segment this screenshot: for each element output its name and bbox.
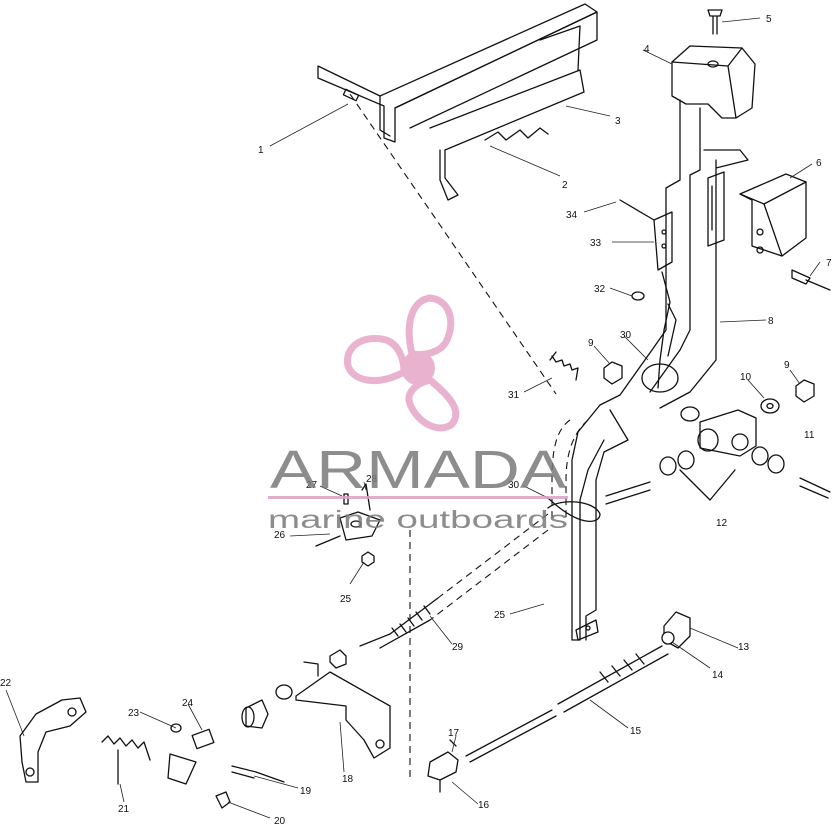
callout-21: 21 xyxy=(118,804,130,815)
callout-9b: 9 xyxy=(784,360,790,371)
callout-30a: 30 xyxy=(620,330,632,341)
linkage-bracket xyxy=(315,483,381,567)
callout-10: 10 xyxy=(740,372,752,383)
callout-32: 32 xyxy=(594,284,606,295)
callout-8: 8 xyxy=(768,316,774,327)
callout-1: 1 xyxy=(258,145,264,156)
callout-25a: 25 xyxy=(340,594,352,605)
callout-6: 6 xyxy=(816,158,822,169)
callout-labels: 1 2 3 4 5 6 7 8 9 9 10 11 12 13 14 15 16… xyxy=(0,14,832,826)
callout-9a: 9 xyxy=(588,338,594,349)
watermark-brand: ARMADA xyxy=(270,440,566,500)
control-cable xyxy=(329,513,549,780)
callout-24: 24 xyxy=(182,698,194,709)
callout-12: 12 xyxy=(716,518,728,529)
callout-20: 20 xyxy=(274,816,286,826)
callout-5: 5 xyxy=(766,14,772,25)
spring-31 xyxy=(549,351,579,381)
callout-33: 33 xyxy=(590,238,602,249)
callout-14: 14 xyxy=(712,670,724,681)
callout-26: 26 xyxy=(274,530,286,541)
callout-23: 23 xyxy=(128,708,140,719)
main-lever-tube xyxy=(571,99,749,641)
adjusting-rod xyxy=(427,611,691,793)
callout-2: 2 xyxy=(562,180,568,191)
lower-linkage xyxy=(19,661,391,809)
cap-part xyxy=(671,45,756,119)
callout-13: 13 xyxy=(738,642,750,653)
callout-28: 28 xyxy=(366,474,378,485)
watermark-tagline: marine outboards xyxy=(268,506,568,534)
callout-19: 19 xyxy=(300,786,312,797)
cable-bracket xyxy=(547,199,679,522)
callout-30b: 30 xyxy=(508,480,520,491)
callout-22: 22 xyxy=(0,678,12,689)
socket-part xyxy=(739,173,807,257)
callout-4: 4 xyxy=(644,44,650,55)
watermark-divider xyxy=(268,496,568,499)
callout-31: 31 xyxy=(508,390,520,401)
callout-27: 27 xyxy=(306,480,318,491)
callout-15: 15 xyxy=(630,726,642,737)
screw-part xyxy=(707,9,723,35)
screw-7 xyxy=(791,269,831,291)
callout-7: 7 xyxy=(826,258,832,269)
callout-29: 29 xyxy=(452,642,464,653)
callout-3: 3 xyxy=(615,116,621,127)
callout-17: 17 xyxy=(448,728,460,739)
leader-lines xyxy=(5,17,821,819)
callout-18: 18 xyxy=(342,774,354,785)
bracket-rail-assembly xyxy=(317,3,598,201)
propeller-logo-icon xyxy=(344,294,460,432)
callout-11: 11 xyxy=(804,430,815,441)
callout-16: 16 xyxy=(478,800,490,811)
callout-25b: 25 xyxy=(494,610,506,621)
armada-watermark: ARMADA marine outboards xyxy=(268,294,568,534)
callout-34: 34 xyxy=(566,210,578,221)
pivot-hardware xyxy=(603,361,831,505)
